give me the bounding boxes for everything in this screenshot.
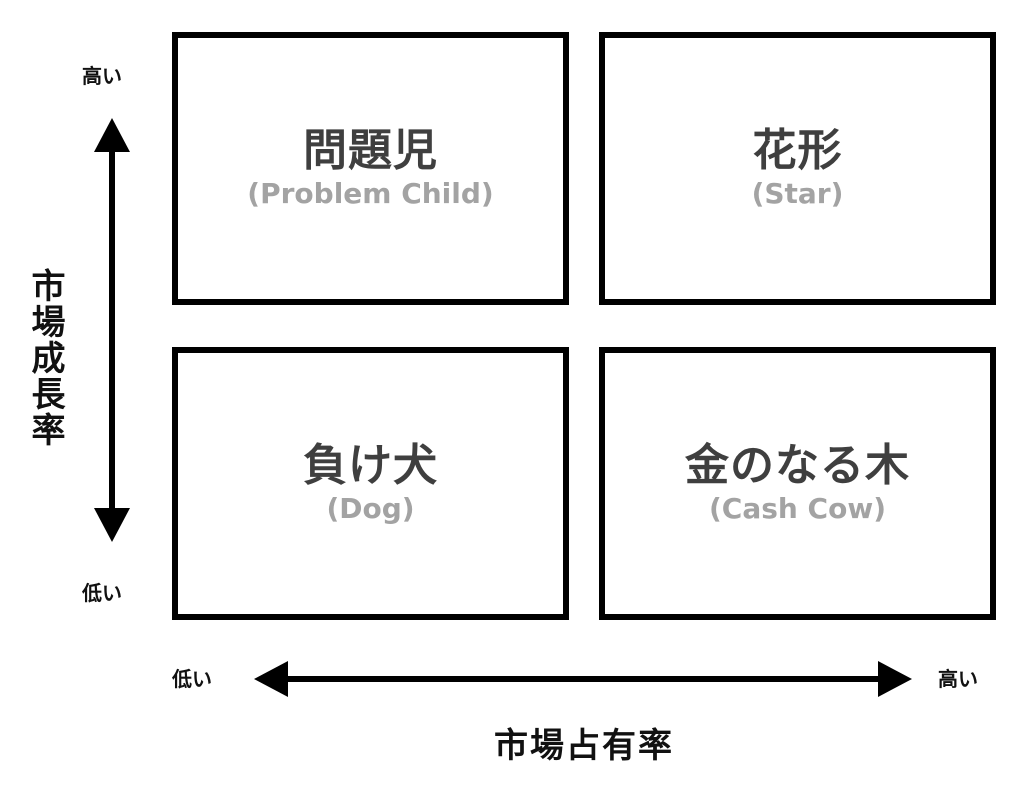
x-axis-high-label: 高い: [938, 667, 978, 691]
quadrant-subtitle: (Problem Child): [247, 176, 494, 210]
quadrant-star: 花形 (Star): [599, 32, 996, 305]
arrow-left-icon: [254, 661, 288, 697]
quadrant-title: 花形: [752, 124, 843, 176]
y-axis-high-label: 高い: [82, 64, 122, 88]
quadrant-problem-child: 問題児 (Problem Child): [172, 32, 569, 305]
quadrant-dog: 負け犬 (Dog): [172, 347, 569, 620]
quadrant-subtitle: (Cash Cow): [708, 491, 887, 525]
x-axis-title: 市場占有率: [494, 726, 674, 766]
vertical-axis-arrow: [94, 118, 130, 542]
arrow-down-icon: [94, 508, 130, 542]
quadrant-title: 負け犬: [303, 439, 438, 491]
quadrant-title: 問題児: [303, 124, 438, 176]
x-axis-low-label: 低い: [172, 667, 212, 691]
arrow-up-icon: [94, 118, 130, 152]
arrow-right-icon: [878, 661, 912, 697]
quadrant-subtitle: (Star): [751, 176, 844, 210]
quadrant-title: 金のなる木: [685, 439, 910, 491]
quadrant-cash-cow: 金のなる木 (Cash Cow): [599, 347, 996, 620]
y-axis-low-label: 低い: [82, 581, 122, 605]
y-axis-title: 市場成長率: [25, 268, 65, 448]
quadrant-subtitle: (Dog): [326, 491, 415, 525]
horizontal-axis-arrow: [254, 661, 912, 697]
